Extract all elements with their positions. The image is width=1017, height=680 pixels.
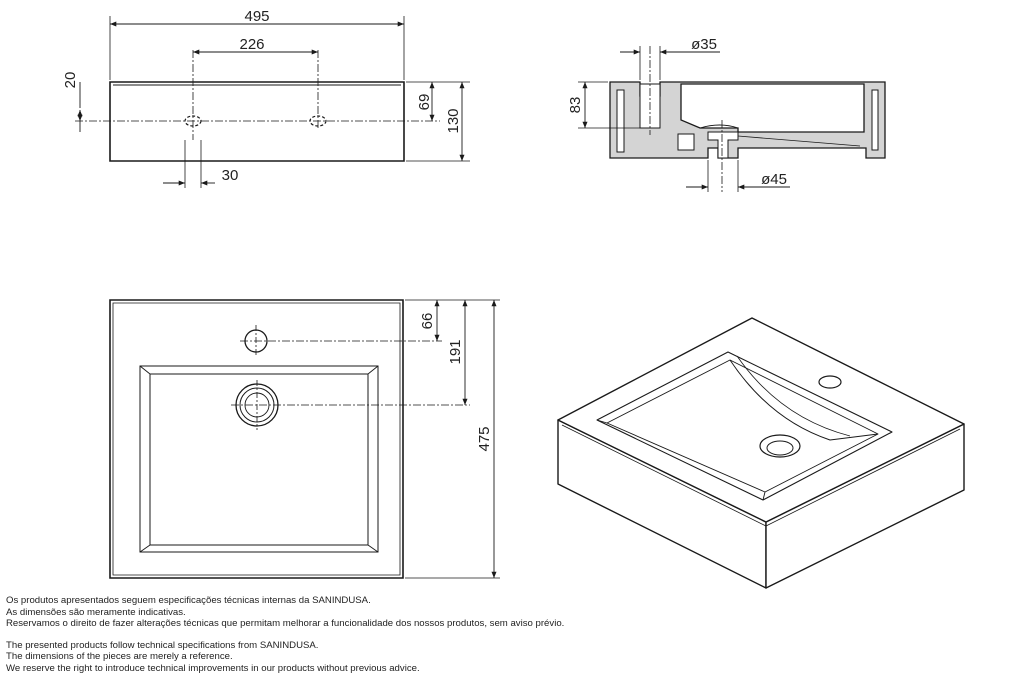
top-view-outline — [109, 299, 404, 579]
section-view — [578, 46, 886, 192]
technical-drawing: 495 226 20 69 130 30 ø3 — [62, 8, 965, 589]
top-view-basin-inner — [149, 373, 369, 546]
note-en-1: The presented products follow technical … — [6, 639, 319, 651]
note-en-3: We reserve the right to introduce techni… — [6, 662, 420, 674]
section-drain — [707, 131, 739, 159]
section-basin-cavity — [680, 83, 865, 133]
top-view — [109, 299, 500, 579]
note-pt-3: Reservamos o direito de fazer alterações… — [6, 618, 565, 630]
note-pt-1: Os produtos apresentados seguem especifi… — [6, 595, 371, 606]
disclaimer-notes: Os produtos apresentados seguem especifi… — [6, 595, 564, 675]
label-tap-height: 69 — [416, 94, 433, 111]
label-tap-from-back: 66 — [419, 313, 436, 330]
section-left-slot — [616, 89, 625, 153]
note-en-2: The dimensions of the pieces are merely … — [6, 651, 233, 663]
top-view-basin-outer — [139, 365, 379, 553]
label-hole-offset: 30 — [222, 167, 239, 184]
label-hole-diameter: ø35 — [691, 36, 717, 53]
iso-basin-opening — [596, 351, 893, 501]
isometric-view — [557, 317, 965, 589]
front-view-outline — [109, 81, 405, 162]
label-total-height: 130 — [445, 108, 462, 133]
label-tap-spacing: 226 — [239, 36, 264, 53]
iso-tap-hole — [818, 375, 842, 389]
label-drain-from-back: 191 — [447, 339, 464, 364]
section-overflow-channel — [677, 133, 695, 151]
section-right-slot — [871, 89, 879, 151]
iso-basin-back-wall — [729, 359, 879, 441]
label-depth: 83 — [567, 97, 584, 114]
front-view — [75, 16, 470, 188]
label-top-width: 495 — [244, 8, 269, 25]
note-pt-2: As dimensões são meramente indicativas. — [6, 606, 186, 618]
label-drain-diameter: ø45 — [761, 171, 787, 188]
label-rim-height: 20 — [62, 72, 79, 89]
label-total-depth: 475 — [476, 426, 493, 451]
